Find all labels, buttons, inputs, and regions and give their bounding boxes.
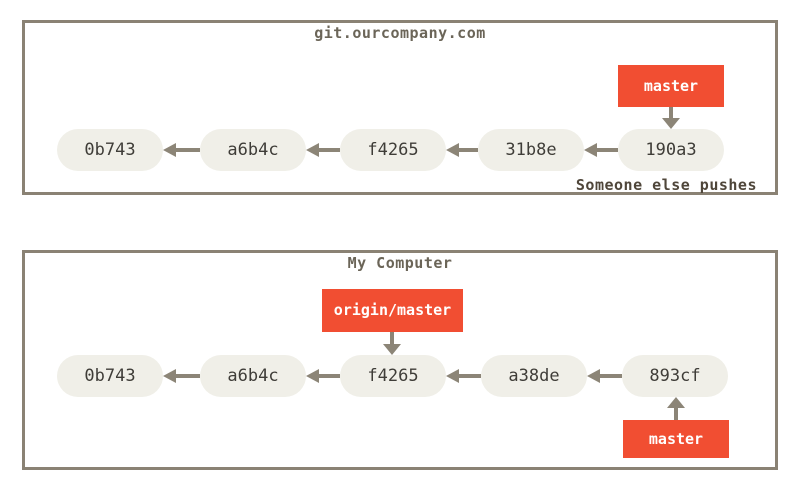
local-repo-box [22, 250, 778, 470]
arrow-head-left-icon [306, 143, 319, 157]
arrow-head-left-icon [587, 369, 600, 383]
local-commit-a38de: a38de [481, 355, 587, 397]
arrow-shaft [174, 148, 200, 152]
arrow-shaft [317, 148, 340, 152]
local-commit-a6b4c: a6b4c [200, 355, 306, 397]
arrow-shaft [457, 148, 478, 152]
branch-pointer-arrow [383, 332, 401, 355]
arrow-shaft [317, 374, 340, 378]
arrow-shaft [669, 107, 673, 120]
remote-master-branch-label: master [618, 65, 724, 107]
arrow-shaft [598, 374, 622, 378]
parent-arrow [306, 143, 340, 157]
arrow-head-left-icon [446, 143, 459, 157]
local-commit-f4265: f4265 [340, 355, 446, 397]
arrow-shaft [390, 332, 394, 346]
parent-arrow [446, 369, 481, 383]
local-commit-0b743: 0b743 [57, 355, 163, 397]
arrow-shaft [595, 148, 618, 152]
remote-commit-f4265: f4265 [340, 129, 446, 171]
remote-commit-190a3: 190a3 [618, 129, 724, 171]
parent-arrow [587, 369, 622, 383]
arrow-head-down-icon [383, 344, 401, 355]
remote-commit-31b8e: 31b8e [478, 129, 584, 171]
local-master-branch-label: master [623, 420, 729, 458]
remote-commit-0b743: 0b743 [57, 129, 163, 171]
origin-master-label: origin/master [322, 289, 463, 332]
remote-commit-a6b4c: a6b4c [200, 129, 306, 171]
arrow-head-down-icon [662, 118, 680, 129]
arrow-head-left-icon [306, 369, 319, 383]
parent-arrow [163, 143, 200, 157]
local-commit-893cf: 893cf [622, 355, 728, 397]
arrow-head-left-icon [163, 143, 176, 157]
remote-repo-title: git.ourcompany.com [314, 24, 486, 42]
arrow-head-left-icon [446, 369, 459, 383]
branch-pointer-arrow [667, 397, 685, 420]
someone-else-pushes-annotation: Someone else pushes [575, 176, 757, 194]
remote-repo-box [22, 20, 778, 195]
parent-arrow [163, 369, 200, 383]
arrow-head-left-icon [163, 369, 176, 383]
parent-arrow [306, 369, 340, 383]
arrow-head-up-icon [667, 397, 685, 408]
arrow-head-left-icon [584, 143, 597, 157]
arrow-shaft [457, 374, 481, 378]
branch-pointer-arrow [662, 107, 680, 129]
arrow-shaft [174, 374, 200, 378]
parent-arrow [446, 143, 478, 157]
local-repo-title: My Computer [347, 254, 453, 272]
arrow-shaft [674, 406, 678, 420]
parent-arrow [584, 143, 618, 157]
